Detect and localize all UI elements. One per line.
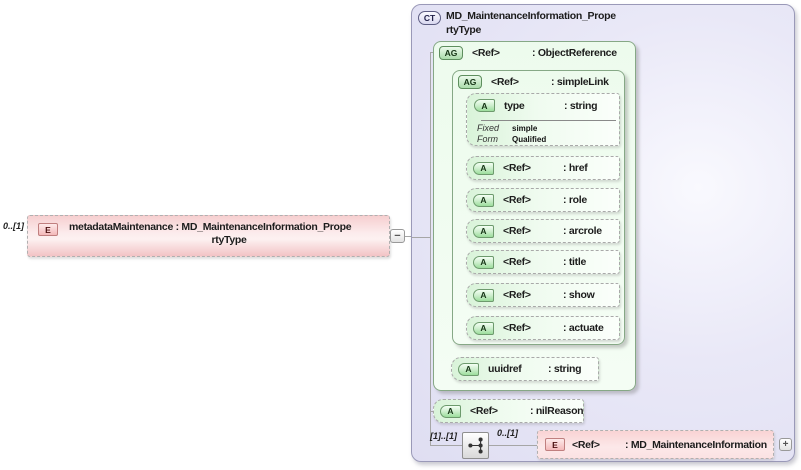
attribute-actuate-node[interactable]: A <Ref> : actuate [466, 316, 620, 340]
attribute-group-badge: AG [458, 75, 482, 89]
attribute-title-node[interactable]: A <Ref> : title [466, 250, 620, 274]
connector-line [430, 411, 435, 412]
attribute-badge: A [440, 404, 461, 418]
ref-element-type-label: : MD_MaintenanceInformation [625, 438, 767, 451]
attribute-type-label: : string [548, 363, 582, 375]
attribute-name-label: uuidref [488, 363, 522, 375]
complex-type-title-line2: rtyType [446, 23, 482, 36]
sequence-compositor[interactable] [462, 432, 489, 459]
attribute-arcrole-node[interactable]: A <Ref> : arcrole [466, 219, 620, 243]
fixed-facet-value: simple [512, 124, 538, 133]
root-element-node[interactable]: E metadataMaintenance : MD_MaintenanceIn… [27, 215, 390, 257]
attribute-group-badge: AG [439, 46, 463, 60]
attribute-show-node[interactable]: A <Ref> : show [466, 283, 620, 307]
connector-line [430, 52, 431, 446]
simple-link-ref-label: <Ref> [491, 76, 519, 88]
expand-icon: + [782, 438, 789, 450]
form-facet-value: Qualified [512, 135, 547, 144]
attribute-href-node[interactable]: A <Ref> : href [466, 156, 620, 180]
attribute-role-node[interactable]: A <Ref> : role [466, 188, 620, 212]
sequence-right-cardinality: 0..[1] [497, 428, 519, 438]
root-element-label-line2: rtyType [211, 234, 247, 246]
attribute-type-label: : string [564, 99, 598, 112]
sequence-icon [468, 437, 483, 454]
complex-type-node[interactable]: CT MD_MaintenanceInformation_Prope rtyTy… [411, 4, 795, 462]
attribute-badge: A [458, 362, 479, 376]
attribute-type-node[interactable]: A type : string Fixed simple Form Qualif… [466, 93, 620, 146]
attribute-ref-label: <Ref> [503, 322, 531, 334]
attribute-type-label: : href [563, 162, 588, 174]
attribute-ref-label: <Ref> [503, 225, 531, 237]
attribute-badge: A [473, 193, 494, 207]
element-badge: E [38, 223, 58, 236]
root-element-label-line1: metadataMaintenance : MD_MaintenanceInfo… [69, 221, 352, 233]
attribute-badge: A [474, 99, 495, 112]
attribute-type-label: : nilReason [530, 405, 584, 417]
form-facet-label: Form [477, 134, 498, 144]
connector-line [430, 445, 462, 446]
attribute-nilreason-node[interactable]: A <Ref> : nilReason [433, 399, 584, 423]
attribute-badge: A [473, 161, 494, 175]
ref-element-node[interactable]: E <Ref> : MD_MaintenanceInformation [537, 430, 774, 459]
attribute-badge: A [473, 255, 494, 269]
object-reference-group-node[interactable]: AG <Ref> : ObjectReference AG <Ref> : si… [433, 41, 636, 391]
connector-line [412, 237, 431, 238]
connector-line [430, 52, 435, 53]
attribute-type-label: : title [563, 256, 586, 268]
root-cardinality-label: 0..[1] [3, 221, 25, 231]
attribute-type-label: : role [563, 194, 587, 206]
attribute-ref-label: <Ref> [503, 194, 531, 206]
attribute-type-label: : arcrole [563, 225, 602, 237]
sequence-left-cardinality: [1]..[1] [430, 431, 457, 441]
connector-line [489, 445, 537, 446]
simple-link-type-label: : simpleLink [551, 76, 609, 88]
expand-toggle[interactable]: + [779, 438, 792, 451]
element-badge: E [545, 438, 565, 451]
object-reference-ref-label: <Ref> [472, 47, 500, 59]
attribute-ref-label: <Ref> [503, 256, 531, 268]
collapse-toggle[interactable]: − [390, 229, 405, 243]
ref-element-ref-label: <Ref> [572, 438, 600, 451]
attribute-ref-label: <Ref> [470, 405, 498, 417]
simple-link-group-node[interactable]: AG <Ref> : simpleLink A type : string Fi… [452, 70, 625, 345]
attribute-badge: A [473, 288, 494, 302]
attribute-name-label: type [504, 99, 525, 112]
attribute-uuidref-node[interactable]: A uuidref : string [451, 357, 599, 381]
attribute-type-label: : show [563, 289, 595, 301]
attribute-badge: A [473, 224, 494, 238]
attribute-type-label: : actuate [563, 322, 604, 334]
collapse-icon: − [394, 230, 401, 242]
fixed-facet-label: Fixed [477, 123, 500, 133]
complex-type-badge: CT [418, 11, 441, 25]
attribute-ref-label: <Ref> [503, 162, 531, 174]
attribute-ref-label: <Ref> [503, 289, 531, 301]
attribute-badge: A [473, 321, 494, 335]
connector-line [405, 236, 412, 237]
complex-type-title-line1: MD_MaintenanceInformation_Prope [446, 10, 616, 22]
object-reference-type-label: : ObjectReference [532, 47, 617, 59]
facet-separator [481, 120, 616, 121]
